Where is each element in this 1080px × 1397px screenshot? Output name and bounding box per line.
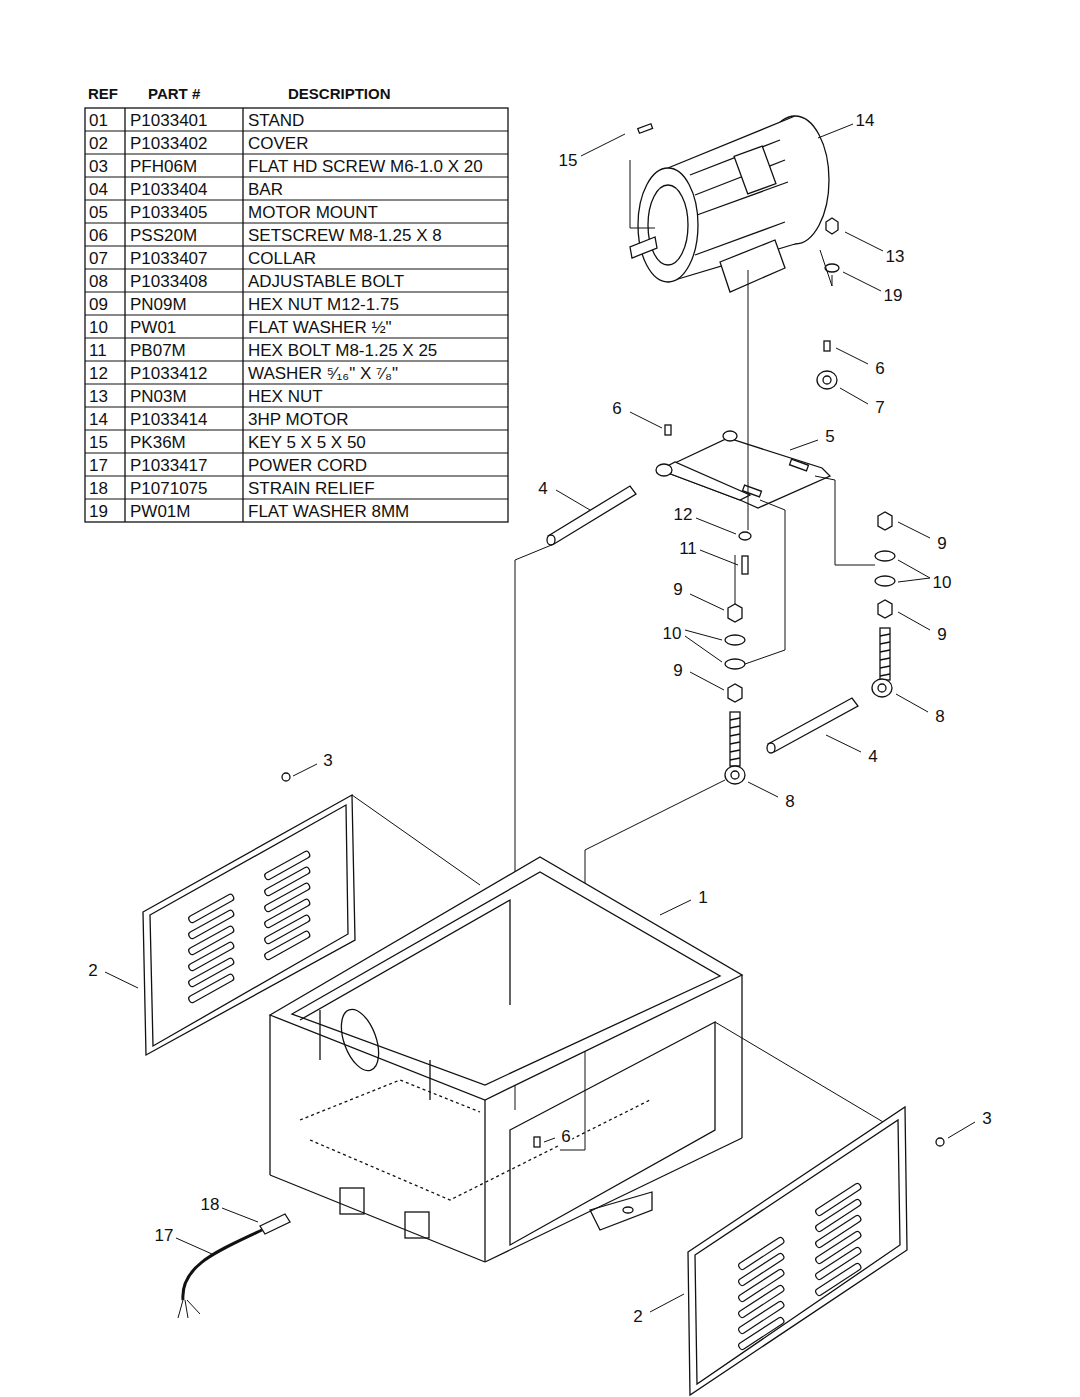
table-cell: 11 (89, 342, 107, 359)
table-cell: FLAT WASHER ½" (248, 319, 392, 336)
table-cell: SETSCREW M8-1.25 X 8 (248, 227, 442, 244)
callout-number: 7 (873, 398, 886, 417)
motor-mount (656, 431, 830, 508)
table-cell: PN03M (130, 388, 187, 405)
table-cell: BAR (248, 181, 283, 198)
callout-number: 6 (610, 399, 623, 418)
callout-number: 6 (873, 359, 886, 378)
table-cell: 05 (89, 204, 108, 221)
callout-number: 10 (661, 624, 684, 643)
table-cell: 3HP MOTOR (248, 411, 348, 428)
callout-number: 9 (671, 661, 684, 680)
callout-number: 6 (559, 1127, 572, 1146)
callout-number: 2 (86, 961, 99, 980)
table-grid (85, 108, 508, 522)
table-cell: 03 (89, 158, 108, 175)
table-cell: 07 (89, 250, 108, 267)
motor-hardware (665, 218, 839, 435)
table-cell: 02 (89, 135, 108, 152)
table-cell: KEY 5 X 5 X 50 (248, 434, 366, 451)
table-cell: 13 (89, 388, 108, 405)
callout-number: 19 (882, 286, 905, 305)
callout-number: 8 (933, 707, 946, 726)
table-cell: 09 (89, 296, 108, 313)
callout-number: 5 (823, 427, 836, 446)
callout-number: 1 (696, 888, 709, 907)
table-cell: COLLAR (248, 250, 316, 267)
table-cell: PK36M (130, 434, 186, 451)
callout-number: 17 (153, 1226, 176, 1245)
table-cell: 10 (89, 319, 108, 336)
table-cell: POWER CORD (248, 457, 367, 474)
callout-number: 3 (321, 751, 334, 770)
table-cell: ADJUSTABLE BOLT (248, 273, 404, 290)
table-cell: 19 (89, 503, 108, 520)
table-cell: PW01 (130, 319, 176, 336)
table-cell: 01 (89, 112, 108, 129)
table-cell: HEX NUT (248, 388, 323, 405)
table-header: REF (88, 86, 118, 101)
callout-number: 18 (199, 1195, 222, 1214)
callout-number: 13 (884, 247, 907, 266)
table-cell: WASHER ⁵⁄₁₆" X ⁷⁄₈" (248, 365, 398, 382)
table-cell: P1071075 (130, 480, 208, 497)
callout-number: 8 (783, 792, 796, 811)
power-cord (178, 1214, 290, 1318)
callout-number: 11 (677, 539, 699, 558)
table-header: DESCRIPTION (288, 86, 391, 101)
table-cell: P1033407 (130, 250, 208, 267)
hardware (725, 512, 895, 784)
callout-number: 14 (854, 111, 877, 130)
table-cell: STRAIN RELIEF (248, 480, 375, 497)
callout-number: 2 (631, 1307, 644, 1326)
table-cell: HEX NUT M12-1.75 (248, 296, 399, 313)
bar (547, 486, 858, 753)
cover (143, 773, 944, 1395)
callout-number: 9 (935, 534, 948, 553)
callout-number: 9 (671, 580, 684, 599)
table-cell: 14 (89, 411, 108, 428)
table-cell: P1033408 (130, 273, 208, 290)
table-cell: P1033412 (130, 365, 208, 382)
table-cell: PSS20M (130, 227, 197, 244)
table-cell: 04 (89, 181, 108, 198)
table-cell: P1033405 (130, 204, 208, 221)
table-cell: 12 (89, 365, 108, 382)
callout-number: 4 (866, 747, 879, 766)
motor (630, 116, 829, 292)
callout-number: 4 (536, 479, 549, 498)
table-cell: 15 (89, 434, 108, 451)
table-cell: PFH06M (130, 158, 197, 175)
table-cell: 17 (89, 457, 108, 474)
table-header: PART # (148, 86, 200, 101)
table-cell: FLAT WASHER 8MM (248, 503, 409, 520)
table-cell: P1033417 (130, 457, 208, 474)
callout-number: 9 (935, 625, 948, 644)
table-cell: STAND (248, 112, 304, 129)
callout-number: 3 (980, 1109, 993, 1128)
table-cell: PW01M (130, 503, 190, 520)
table-cell: 08 (89, 273, 108, 290)
table-cell: FLAT HD SCREW M6-1.0 X 20 (248, 158, 483, 175)
callout-number: 15 (557, 151, 580, 170)
table-cell: COVER (248, 135, 308, 152)
table-cell: P1033414 (130, 411, 208, 428)
table-cell: P1033401 (130, 112, 208, 129)
callout-number: 12 (672, 505, 695, 524)
table-cell: PB07M (130, 342, 186, 359)
table-cell: 06 (89, 227, 108, 244)
callout-number: 10 (931, 573, 954, 592)
table-cell: P1033404 (130, 181, 208, 198)
leader-line (105, 124, 975, 1312)
table-cell: HEX BOLT M8-1.25 X 25 (248, 342, 437, 359)
table-cell: P1033402 (130, 135, 208, 152)
table-cell: PN09M (130, 296, 187, 313)
table-cell: 18 (89, 480, 108, 497)
table-cell: MOTOR MOUNT (248, 204, 378, 221)
